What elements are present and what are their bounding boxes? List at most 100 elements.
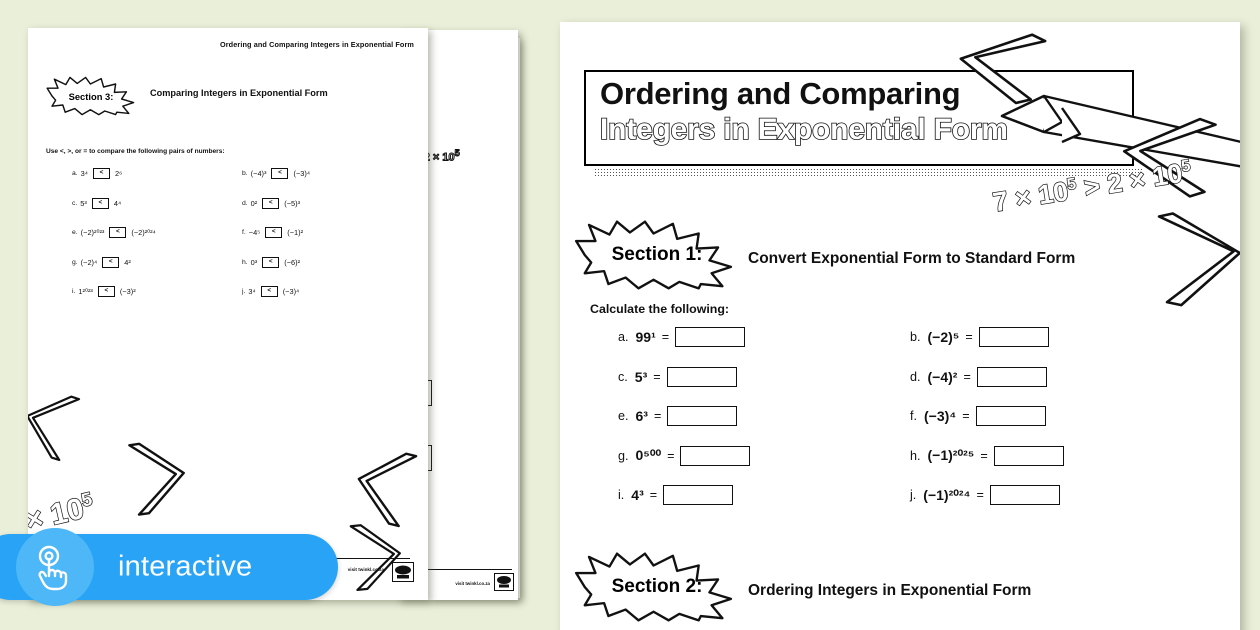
section-1-instruction: Calculate the following: bbox=[590, 302, 730, 316]
problem-expression: (−2)⁵ bbox=[927, 329, 960, 345]
problem-left-expression: 3⁴ bbox=[248, 287, 256, 296]
twinkl-logo bbox=[494, 573, 514, 591]
section-2-burst-label: Section 2: bbox=[611, 576, 703, 597]
problem-right-expression: (−2)²⁰²⁴ bbox=[131, 228, 156, 237]
comparison-answer-box[interactable]: < bbox=[260, 286, 278, 297]
left-problem-a: a.3⁴<2⁶ bbox=[72, 168, 122, 179]
left-problem-g: g.(−2)⁴<4² bbox=[72, 256, 131, 268]
section-2-title: Ordering Integers in Exponential Form bbox=[748, 582, 1032, 599]
problem-expression: 6³ bbox=[635, 408, 648, 425]
right-worksheet-page[interactable]: Ordering and Comparing Integers in Expon… bbox=[560, 22, 1240, 630]
problem-right-expression: (−1)² bbox=[287, 228, 304, 237]
problem-letter: c. bbox=[72, 199, 78, 207]
problem-expression: (−4)² bbox=[927, 368, 958, 385]
problem-letter: f. bbox=[242, 229, 246, 236]
comparison-answer-box[interactable]: < bbox=[109, 227, 127, 238]
greater-than-decoration-icon bbox=[119, 434, 191, 520]
problem-right-expression: 4⁴ bbox=[113, 198, 122, 208]
problem-letter: d. bbox=[910, 369, 921, 384]
left-worksheet-page[interactable]: Ordering and Comparing Integers in Expon… bbox=[28, 28, 428, 600]
problem-right-expression: (−3)² bbox=[119, 287, 136, 296]
problem-left-expression: (−4)³ bbox=[250, 169, 267, 178]
answer-box[interactable] bbox=[680, 445, 751, 466]
section-burst-shape: Section 3: bbox=[46, 76, 142, 116]
answer-box[interactable] bbox=[978, 327, 1049, 347]
problem-right-expression: (−3)⁴ bbox=[293, 169, 311, 178]
interactive-badge-label: interactive bbox=[118, 550, 253, 583]
problem-left-expression: 0³ bbox=[250, 257, 258, 267]
equals-sign: = bbox=[965, 330, 973, 344]
problem-letter: i. bbox=[618, 488, 625, 503]
interactive-badge[interactable]: interactive bbox=[0, 528, 338, 606]
left-section-title: Comparing Integers in Exponential Form bbox=[150, 88, 328, 98]
answer-box[interactable] bbox=[667, 406, 738, 427]
problem-left-expression: (−2)⁴ bbox=[80, 257, 98, 267]
problem-letter: g. bbox=[72, 258, 78, 266]
section-1-burst-label: Section 1: bbox=[611, 244, 703, 265]
section-1-problem-a: a.99¹= bbox=[618, 327, 746, 347]
section-1-problem-e: e.6³= bbox=[618, 406, 738, 427]
comparison-answer-box[interactable]: < bbox=[102, 256, 120, 268]
section-1-problem-d: d. (−4)² = bbox=[910, 366, 1047, 387]
left-page-stack[interactable]: n 05 > 2 × 105 orm t): st): visit twinkl… bbox=[0, 0, 560, 630]
problem-left-expression: −4⁵ bbox=[248, 228, 261, 237]
left-problem-d: d.0²<(−5)³ bbox=[242, 197, 300, 209]
left-problem-h: h.0³<(−6)² bbox=[242, 256, 300, 268]
left-problem-b: b.(−4)³<(−3)⁴ bbox=[242, 168, 310, 179]
left-running-header: Ordering and Comparing Integers in Expon… bbox=[219, 40, 414, 49]
answer-box[interactable] bbox=[989, 485, 1060, 506]
section-1-title: Convert Exponential Form to Standard For… bbox=[748, 250, 1076, 267]
comparison-answer-box[interactable]: < bbox=[92, 168, 110, 179]
section-1-problem-i: i.4³= bbox=[618, 485, 734, 506]
section-1-problem-grid: a.99¹=b.(−2)⁵=c.5³=d.(−4)²=e.6³=f.(−3)⁴=… bbox=[600, 327, 1200, 525]
twinkl-logo-icon bbox=[392, 562, 414, 582]
section-2-burst-shape: Section 2: bbox=[574, 544, 746, 630]
problem-letter: c. bbox=[618, 369, 628, 384]
section-1-burst-shape: Section 1: bbox=[574, 212, 746, 298]
hidden-sheet-footer-rule bbox=[398, 569, 512, 570]
equals-sign: = bbox=[653, 409, 662, 424]
comparison-answer-box[interactable]: < bbox=[271, 168, 289, 179]
worksheet-title-line-2: Integers in Exponential Form bbox=[599, 112, 1009, 147]
answer-box[interactable] bbox=[975, 406, 1046, 427]
problem-expression: 4³ bbox=[631, 487, 644, 504]
problem-left-expression: 0² bbox=[250, 198, 258, 208]
equals-sign: = bbox=[963, 369, 971, 384]
answer-box[interactable] bbox=[663, 485, 734, 506]
section-1-problem-c: c.5³= bbox=[618, 366, 737, 387]
left-instruction: Use <, >, or = to compare the following … bbox=[46, 148, 225, 155]
section-1-header: Section 1: bbox=[574, 212, 754, 298]
problem-expression: 0⁵⁰⁰ bbox=[635, 447, 662, 464]
left-problem-f: f.−4⁵ < (−1)² bbox=[242, 227, 303, 238]
problem-letter: h. bbox=[242, 258, 248, 266]
comparison-answer-box[interactable]: < bbox=[262, 197, 280, 209]
problem-letter: j. bbox=[910, 488, 917, 503]
section-1-problem-g: g.0⁵⁰⁰= bbox=[618, 445, 751, 466]
comparison-answer-box[interactable]: < bbox=[265, 227, 283, 238]
hidden-sheet-visit: visit twinkl.co.za bbox=[455, 581, 490, 586]
answer-box[interactable] bbox=[675, 327, 746, 347]
problem-expression: (−1)²⁰²⁵ bbox=[927, 447, 975, 464]
section-1-problem-row: e.6³=f.(−3)⁴= bbox=[600, 406, 1200, 446]
equals-sign: = bbox=[962, 409, 970, 424]
left-section-header: Section 3: Comparing Integers in Exponen… bbox=[46, 76, 406, 116]
equals-sign: = bbox=[980, 448, 988, 463]
section-1-problem-j: j.(−1)²⁰²⁴= bbox=[910, 485, 1060, 506]
worksheet-title-line-1: Ordering and Comparing bbox=[600, 76, 961, 111]
answer-box[interactable] bbox=[976, 366, 1047, 387]
greater-than-decoration-icon-right bbox=[1147, 207, 1240, 309]
section-1-problem-h: h.(−1)²⁰²⁵= bbox=[910, 445, 1064, 466]
title-halftone-shadow bbox=[594, 168, 1142, 176]
comparison-answer-box[interactable]: < bbox=[262, 256, 280, 268]
less-than-decoration-icon-2 bbox=[347, 440, 427, 533]
answer-box[interactable] bbox=[993, 445, 1064, 466]
answer-box[interactable] bbox=[666, 366, 737, 387]
less-than-decoration-icon bbox=[28, 381, 90, 467]
problem-left-expression: 1²⁰²³ bbox=[78, 287, 93, 296]
section-1-problem-row: c.5³= d. (−4)² = bbox=[600, 366, 1200, 407]
comparison-answer-box[interactable]: < bbox=[91, 197, 109, 209]
section-burst-label: Section 3: bbox=[68, 90, 114, 102]
comparison-answer-box[interactable]: < bbox=[97, 286, 115, 297]
